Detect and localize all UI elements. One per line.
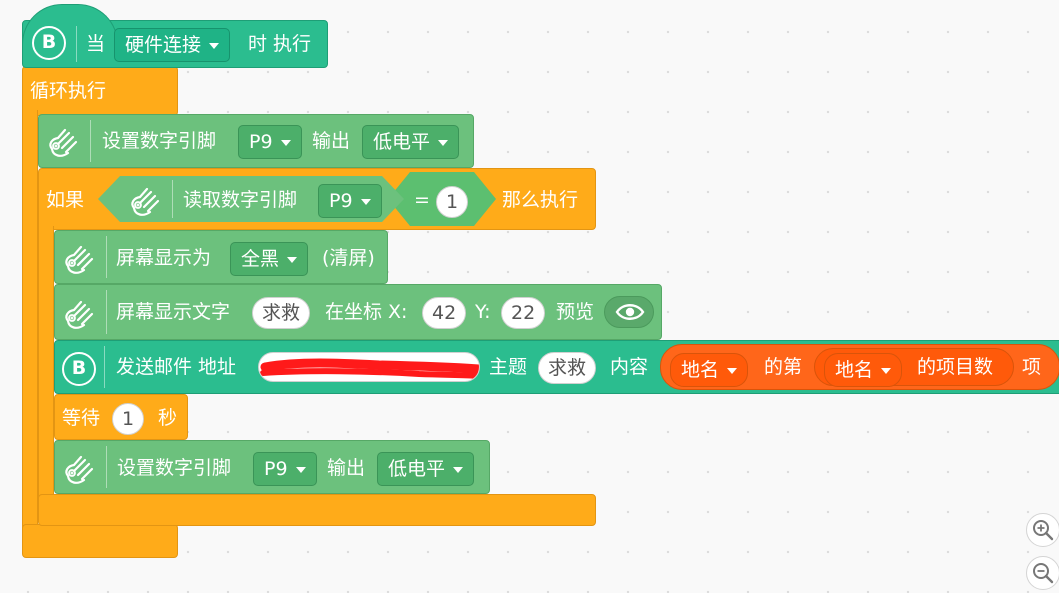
if-block-footer (38, 494, 596, 526)
subject-label: 主题 (489, 356, 528, 378)
hand-gesture-icon (65, 300, 94, 329)
wait-seconds-value: 1 (122, 408, 135, 430)
execute-label: 时 执行 (248, 33, 312, 55)
hand-gesture-icon (65, 455, 94, 484)
chevron-down-icon (881, 368, 892, 374)
compare-value: 1 (446, 191, 459, 213)
hand-gesture-icon (131, 187, 160, 216)
screen-text-label: 屏幕显示文字 (116, 301, 231, 323)
separator (76, 26, 77, 62)
then-label: 那么执行 (502, 189, 579, 211)
if-label: 如果 (46, 189, 85, 211)
chevron-down-icon (280, 140, 291, 146)
content-label: 内容 (610, 356, 649, 378)
chevron-down-icon (727, 368, 738, 374)
output-label: 输出 (312, 130, 351, 152)
preview-toggle[interactable] (604, 296, 654, 328)
separator (106, 290, 107, 334)
read-pin-label: 读取数字引脚 (183, 189, 298, 211)
screen-mode-dropdown[interactable]: 全黑 (230, 242, 309, 276)
zoom-in-button[interactable] (1026, 513, 1059, 547)
set-pin-label: 设置数字引脚 (102, 130, 217, 152)
x-coordinate-value: 42 (432, 302, 457, 324)
equals-label: = (414, 189, 430, 211)
screen-text-block[interactable] (54, 284, 662, 340)
display-text-input[interactable]: 求救 (252, 297, 311, 329)
nth-label: 的第 (764, 356, 803, 378)
wait-label: 等待 (62, 407, 101, 429)
subject-value: 求救 (548, 357, 587, 379)
separator (90, 120, 91, 162)
zoom-in-icon (1033, 520, 1054, 541)
output-label: 输出 (327, 457, 366, 479)
read-pin-dropdown-label: P9 (329, 190, 353, 212)
clear-screen-label: (清屏) (322, 247, 375, 269)
list-dropdown[interactable]: 地名 (670, 353, 749, 387)
send-email-label: 发送邮件 地址 (116, 356, 237, 378)
separator (106, 236, 107, 278)
seconds-label: 秒 (158, 407, 178, 429)
forever-loop-label: 循环执行 (30, 80, 107, 102)
y-coordinate-input[interactable]: 22 (501, 297, 546, 329)
pin-dropdown[interactable]: P9 (238, 125, 302, 159)
b-badge-icon: B (32, 26, 66, 60)
screen-display-label: 屏幕显示为 (116, 247, 212, 269)
zoom-out-button[interactable] (1026, 556, 1059, 590)
wait-seconds-input[interactable]: 1 (112, 403, 145, 435)
pin-dropdown-label: P9 (249, 131, 273, 153)
b-badge-icon: B (62, 352, 96, 386)
event-dropdown-label: 硬件连接 (125, 34, 202, 56)
redaction-mark (260, 358, 479, 379)
preview-label: 预览 (556, 301, 595, 323)
y-coordinate-value: 22 (511, 302, 536, 324)
level-dropdown-label: 低电平 (373, 131, 431, 153)
coordinate-x-label: 在坐标 X: (325, 301, 408, 323)
read-pin-dropdown[interactable]: P9 (318, 184, 382, 218)
event-dropdown[interactable]: 硬件连接 (114, 28, 231, 62)
compare-value-input[interactable]: 1 (436, 186, 469, 218)
item-label: 项 (1022, 356, 1042, 378)
when-label: 当 (86, 33, 106, 55)
forever-loop-footer (22, 524, 178, 558)
display-text-value: 求救 (262, 302, 301, 324)
set-pin-label: 设置数字引脚 (117, 457, 232, 479)
hand-gesture-icon (49, 128, 78, 157)
x-coordinate-input[interactable]: 42 (422, 297, 467, 329)
item-count-label: 的项目数 (917, 356, 994, 378)
level-dropdown[interactable]: 低电平 (377, 452, 475, 486)
chevron-down-icon (287, 257, 298, 263)
screen-mode-label: 全黑 (241, 248, 280, 270)
level-dropdown-label: 低电平 (388, 458, 446, 480)
forever-loop-arm (22, 110, 38, 530)
chevron-down-icon (438, 140, 449, 146)
pin-dropdown-label: P9 (264, 458, 288, 480)
eye-icon (615, 304, 645, 320)
length-list-dropdown-label: 地名 (835, 359, 874, 381)
if-block-arm (38, 226, 54, 498)
length-list-dropdown[interactable]: 地名 (824, 353, 903, 387)
chevron-down-icon (360, 199, 371, 205)
chevron-down-icon (209, 43, 220, 49)
pin-dropdown[interactable]: P9 (253, 452, 317, 486)
screen-display-block[interactable] (54, 230, 388, 284)
zoom-out-icon (1033, 563, 1054, 584)
separator (172, 180, 173, 218)
list-dropdown-label: 地名 (681, 359, 720, 381)
separator (106, 446, 107, 488)
level-dropdown[interactable]: 低电平 (362, 125, 460, 159)
hand-gesture-icon (65, 245, 94, 274)
chevron-down-icon (295, 467, 306, 473)
subject-input[interactable]: 求救 (538, 352, 597, 384)
email-address-input[interactable] (258, 352, 480, 382)
chevron-down-icon (453, 467, 464, 473)
coordinate-y-label: Y: (475, 301, 491, 323)
separator (104, 346, 105, 388)
